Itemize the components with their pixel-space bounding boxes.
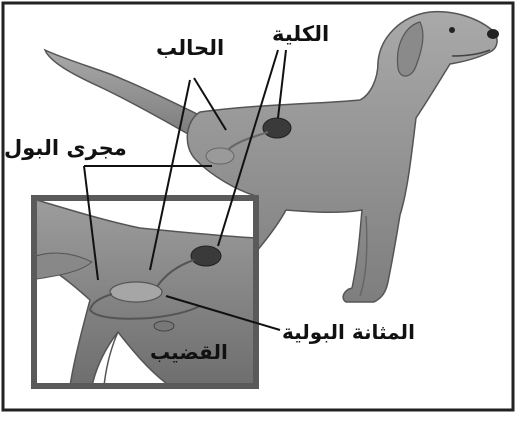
label-penis: القضيب [150,342,228,362]
label-urethra: مجرى البول [4,138,127,159]
label-ureter: الحالب [156,38,224,59]
label-kidney: الكلية [272,24,329,45]
label-bladder: المثانة البولية [282,322,415,342]
